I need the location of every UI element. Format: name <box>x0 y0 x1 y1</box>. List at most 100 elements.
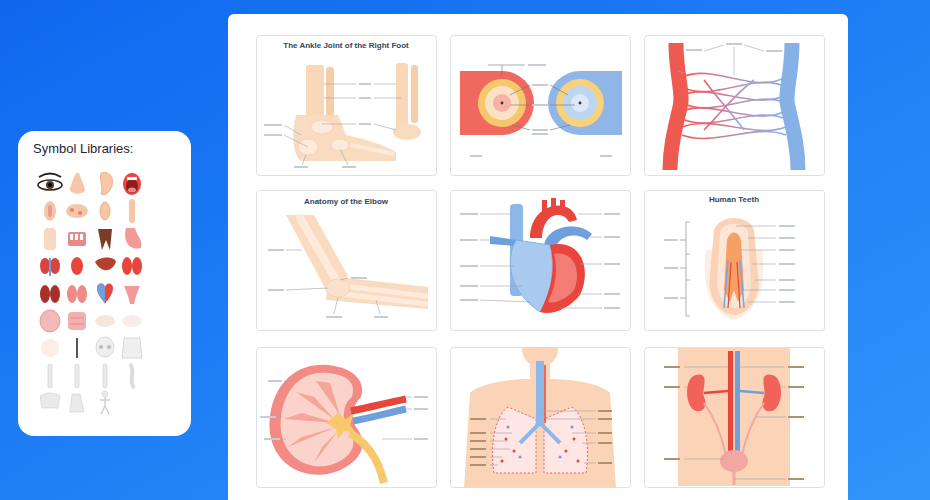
respiratory-illustration <box>573 438 576 441</box>
elbow-illustration <box>268 289 284 291</box>
respiratory-illustration <box>565 450 568 453</box>
urinary-illustration <box>782 387 786 388</box>
symbol-icon <box>107 345 111 349</box>
main-sheet <box>228 14 848 500</box>
elbow-illustration <box>326 316 342 318</box>
symbol-icon <box>126 179 138 193</box>
heart-illustration <box>560 308 602 309</box>
symbol-icon <box>97 284 113 305</box>
respiratory-illustration <box>490 441 508 442</box>
thumbnail-frame <box>645 348 825 488</box>
kidney-illustration <box>260 365 428 483</box>
vessel-illustration <box>550 125 570 130</box>
symbol-icon <box>49 258 51 276</box>
tooth-illustration <box>664 297 678 299</box>
heart-illustration <box>590 237 602 238</box>
vessel-illustration <box>502 65 503 75</box>
elbow-illustration <box>268 215 428 318</box>
tooth-illustration <box>664 225 795 303</box>
urinary-illustration <box>788 366 804 368</box>
ankle-illustration <box>311 120 333 134</box>
thumbnail-frame <box>257 36 437 176</box>
symbol-icon <box>67 285 77 303</box>
urinary-illustration <box>728 351 733 467</box>
symbol-icon <box>68 232 86 246</box>
symbol-icon <box>66 204 88 218</box>
respiratory-illustration <box>520 361 538 443</box>
capillary-illustration <box>726 43 742 45</box>
vessel-illustration <box>488 65 575 130</box>
elbow-illustration <box>351 277 367 279</box>
kidney-illustration <box>270 365 363 475</box>
respiratory-illustration <box>577 460 580 463</box>
symbol-icon <box>125 228 141 248</box>
urinary-illustration <box>762 374 781 411</box>
vessel-illustration <box>550 105 575 106</box>
symbol-icon <box>50 258 60 274</box>
tooth-illustration <box>728 262 731 308</box>
heart-illustration <box>460 239 478 241</box>
symbol-icon <box>76 338 78 358</box>
respiratory-illustration <box>501 438 580 463</box>
symbol-icon <box>80 234 83 240</box>
kidney-illustration <box>406 409 412 410</box>
urinary-illustration <box>687 374 706 411</box>
symbol-icon <box>99 345 103 349</box>
kidney-illustration <box>268 380 282 382</box>
urinary-illustration <box>756 417 786 418</box>
diagram-card: Anatomy of the Elbow <box>256 190 436 330</box>
ankle-illustration <box>342 166 356 168</box>
respiratory-illustration <box>493 407 536 473</box>
ankle-illustration <box>359 83 371 85</box>
tooth-illustration <box>736 226 776 302</box>
symbol-icon <box>48 183 52 187</box>
symbol-icon <box>68 312 86 330</box>
respiratory-illustration <box>490 457 502 458</box>
capillary-illustration <box>670 43 798 170</box>
symbol-icon <box>70 394 84 412</box>
vessel-illustration <box>579 102 582 105</box>
tooth-illustration <box>740 250 776 251</box>
capillary-illustration <box>682 73 786 138</box>
urinary-illustration <box>720 450 748 472</box>
heart-illustration <box>560 200 565 214</box>
kidney-illustration <box>260 416 276 418</box>
tooth-illustration <box>779 225 795 227</box>
ankle-illustration <box>374 98 401 99</box>
tooth-illustration <box>779 237 795 239</box>
tooth-illustration <box>779 263 795 265</box>
ankle-illustration <box>324 98 356 99</box>
heart-illustration <box>604 236 620 238</box>
respiratory-illustration <box>490 419 506 420</box>
symbol-icon <box>100 397 110 414</box>
heart-illustration <box>551 198 556 212</box>
kidney-illustration <box>260 380 428 440</box>
capillary-illustration <box>678 71 684 73</box>
symbol-icon <box>95 258 116 271</box>
symbol-icon <box>38 172 142 414</box>
kidney-illustration <box>382 439 412 440</box>
symbol-icon <box>98 229 112 250</box>
tooth-illustration <box>779 289 795 291</box>
respiratory-illustration <box>490 465 498 466</box>
vessel-illustration <box>532 104 548 106</box>
symbol-icon <box>40 258 50 274</box>
kidney-illustration <box>316 381 340 415</box>
symbol-icon <box>75 364 79 388</box>
capillary-illustration <box>686 43 782 52</box>
vessel-illustration <box>563 86 597 120</box>
symbol-icon <box>71 257 83 275</box>
symbol-icon <box>39 174 61 178</box>
respiratory-illustration <box>507 426 574 459</box>
vessel-illustration <box>493 94 511 112</box>
thumbnail-frame <box>451 191 631 331</box>
tooth-illustration <box>779 301 795 303</box>
tooth-illustration <box>680 222 690 316</box>
tooth-illustration <box>724 260 728 308</box>
capillary-illustration <box>704 80 754 130</box>
respiratory-illustration <box>501 460 504 463</box>
card-title: The Ankle Joint of the Right Foot <box>264 41 428 51</box>
ankle-illustration <box>264 134 282 136</box>
